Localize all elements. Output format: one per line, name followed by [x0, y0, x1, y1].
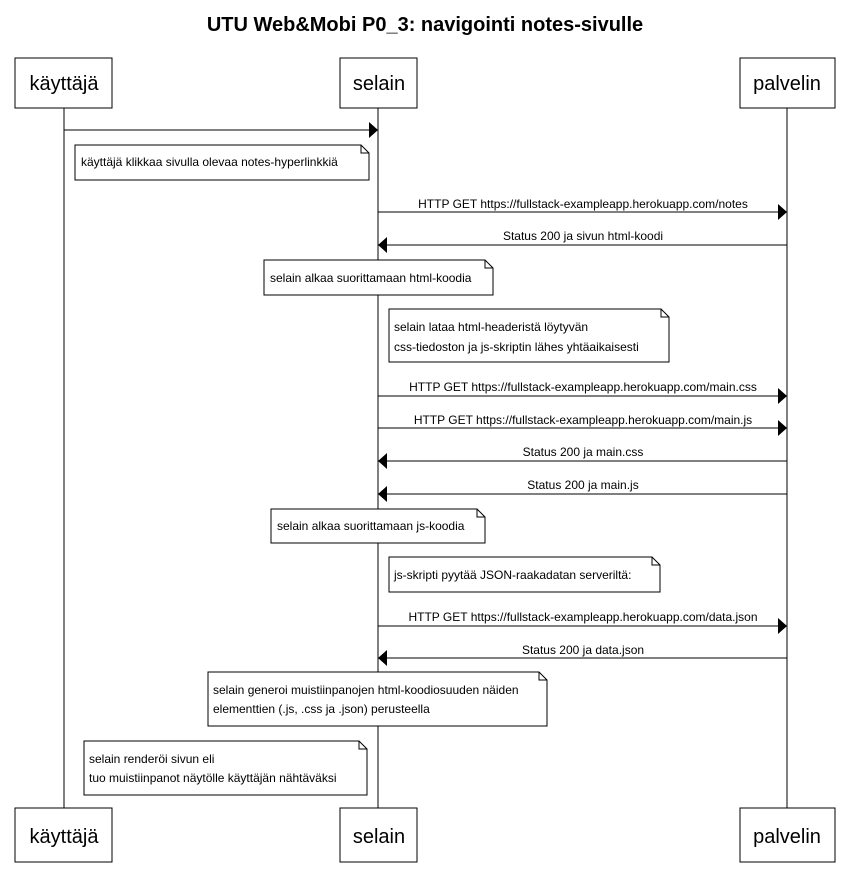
actor-label: selain — [353, 826, 405, 848]
message-label: HTTP GET https://fullstack-exampleapp.he… — [409, 380, 757, 394]
note-fold — [538, 672, 547, 681]
actor-label: käyttäjä — [30, 73, 100, 95]
actor-user-bottom: käyttäjä — [14, 807, 113, 863]
message-label: HTTP GET https://fullstack-exampleapp.he… — [408, 610, 757, 624]
actor-server-top: palvelin — [739, 57, 836, 109]
note-requests-json: js-skripti pyytää JSON-raakadatan server… — [388, 556, 661, 593]
note-loads-css-js: selain lataa html-headeristä löytyvän cs… — [388, 308, 670, 363]
arrowhead-left — [378, 237, 387, 253]
message-label: Status 200 ja sivun html-koodi — [503, 229, 663, 243]
message-status-html: Status 200 ja sivun html-koodi — [378, 229, 787, 253]
note-text: selain alkaa suorittamaan html-koodia — [270, 271, 472, 285]
note-text: js-skripti pyytää JSON-raakadatan server… — [393, 568, 631, 582]
note-text: elementtien (.js, .css ja .json) peruste… — [213, 702, 430, 716]
arrowhead-right — [778, 204, 787, 220]
note-box — [388, 556, 661, 593]
actor-box — [339, 807, 418, 863]
arrowhead-right — [369, 122, 378, 138]
note-text: selain alkaa suorittamaan js-koodia — [277, 519, 465, 533]
note-fold — [660, 309, 669, 318]
actor-label: selain — [353, 73, 405, 95]
message-get-notes: HTTP GET https://fullstack-exampleapp.he… — [378, 197, 787, 220]
arrowhead-right — [778, 388, 787, 404]
arrowhead-left — [378, 650, 387, 666]
message-get-main-css: HTTP GET https://fullstack-exampleapp.he… — [378, 380, 787, 404]
arrowhead-right — [778, 420, 787, 436]
note-executes-js: selain alkaa suorittamaan js-koodia — [270, 508, 486, 544]
note-box — [388, 308, 670, 363]
message-label: Status 200 ja data.json — [522, 643, 644, 657]
actor-box — [739, 807, 836, 863]
actor-browser-top: selain — [339, 57, 418, 109]
message-user-to-browser — [64, 122, 378, 138]
note-fold — [360, 145, 369, 154]
message-label: HTTP GET https://fullstack-exampleapp.he… — [418, 197, 748, 211]
note-renders-page: selain renderöi sivun eli tuo muistiinpa… — [83, 740, 368, 796]
note-text: selain renderöi sivun eli — [89, 752, 214, 766]
message-status-main-js: Status 200 ja main.js — [378, 478, 787, 502]
actor-user-top: käyttäjä — [14, 57, 113, 109]
note-fold — [358, 741, 367, 750]
message-status-main-css: Status 200 ja main.css — [378, 445, 787, 469]
note-box — [207, 671, 548, 727]
arrowhead-left — [378, 453, 387, 469]
actor-browser-bottom: selain — [339, 807, 418, 863]
actor-server-bottom: palvelin — [739, 807, 836, 863]
actor-label: käyttäjä — [30, 826, 100, 848]
note-fold — [651, 557, 660, 566]
note-text: css-tiedoston ja js-skriptin lähes yhtäa… — [394, 340, 639, 354]
message-status-data-json: Status 200 ja data.json — [378, 643, 787, 666]
arrowhead-right — [778, 618, 787, 634]
note-fold — [484, 260, 493, 269]
note-box — [83, 740, 368, 796]
note-box — [74, 144, 370, 181]
note-box — [270, 508, 486, 544]
actor-label: palvelin — [753, 73, 821, 95]
actor-box — [14, 57, 113, 109]
message-get-data-json: HTTP GET https://fullstack-exampleapp.he… — [378, 610, 787, 634]
actor-box — [14, 807, 113, 863]
message-get-main-js: HTTP GET https://fullstack-exampleapp.he… — [378, 413, 787, 436]
actor-box — [339, 57, 418, 109]
note-text: selain lataa html-headeristä löytyvän — [394, 320, 588, 334]
message-label: Status 200 ja main.js — [527, 478, 638, 492]
note-fold — [476, 509, 485, 518]
note-generates-html: selain generoi muistiinpanojen html-kood… — [207, 671, 548, 727]
note-user-clicks: käyttäjä klikkaa sivulla olevaa notes-hy… — [74, 144, 370, 181]
message-label: HTTP GET https://fullstack-exampleapp.he… — [414, 413, 752, 427]
note-text: käyttäjä klikkaa sivulla olevaa notes-hy… — [81, 155, 338, 169]
message-label: Status 200 ja main.css — [523, 445, 644, 459]
note-text: selain generoi muistiinpanojen html-kood… — [213, 683, 519, 697]
note-box — [263, 259, 494, 296]
note-text: tuo muistiinpanot näytölle käyttäjän näh… — [89, 771, 336, 785]
actor-label: palvelin — [753, 826, 821, 848]
arrowhead-left — [378, 486, 387, 502]
diagram-title: UTU Web&Mobi P0_3: navigointi notes-sivu… — [207, 14, 643, 36]
actor-box — [739, 57, 836, 109]
note-executes-html: selain alkaa suorittamaan html-koodia — [263, 259, 494, 296]
